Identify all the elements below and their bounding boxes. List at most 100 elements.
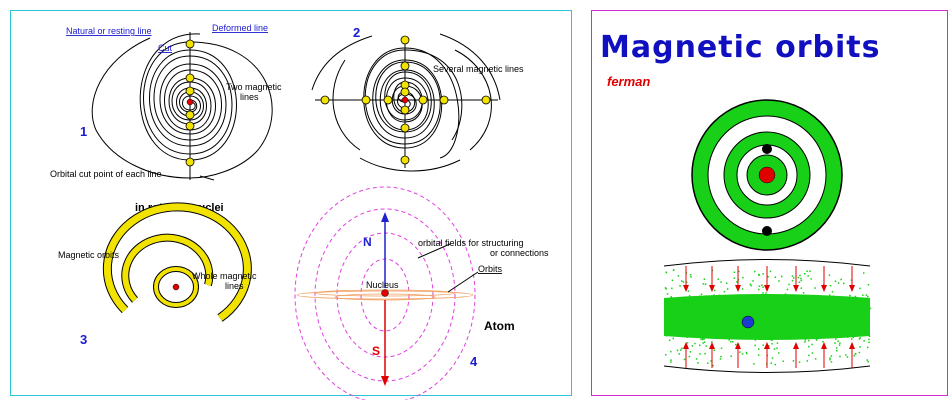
speckle xyxy=(748,310,750,312)
speckle xyxy=(694,310,697,313)
speckle xyxy=(866,299,868,301)
speckle xyxy=(700,297,703,299)
speckle xyxy=(763,320,765,323)
speckle xyxy=(767,296,769,299)
speckle xyxy=(685,299,687,302)
speckle xyxy=(698,336,700,338)
speckle xyxy=(763,327,766,330)
speckle xyxy=(819,302,822,304)
speckle xyxy=(802,304,804,306)
label-two-lines-1: Two magnetic xyxy=(226,82,282,92)
speckle xyxy=(757,314,760,316)
speckle xyxy=(808,313,811,316)
speckle xyxy=(702,283,705,285)
speckle xyxy=(762,273,764,275)
speckle xyxy=(743,335,745,338)
speckle xyxy=(726,331,728,333)
speckle xyxy=(762,286,764,288)
speckle xyxy=(838,344,841,346)
spiral-line xyxy=(359,157,461,172)
speckle xyxy=(829,285,832,287)
speckle xyxy=(805,334,808,336)
speckle xyxy=(840,319,842,321)
speckle xyxy=(730,355,732,357)
speckle xyxy=(676,328,678,331)
label-orbital-fields-1: orbital fields for structuring xyxy=(418,238,524,248)
speckle xyxy=(768,299,771,302)
speckle xyxy=(849,294,851,297)
speckle xyxy=(690,309,692,312)
speckle xyxy=(823,310,826,313)
speckle xyxy=(679,285,681,287)
speckle xyxy=(857,312,859,314)
speckle xyxy=(827,307,829,310)
speckle xyxy=(838,327,841,330)
speckle xyxy=(827,306,829,308)
speckle xyxy=(827,314,829,317)
speckle xyxy=(683,358,686,361)
spiral-line xyxy=(454,49,492,151)
speckle xyxy=(786,332,789,334)
speckle xyxy=(781,317,784,319)
speckle xyxy=(763,326,766,328)
speckle xyxy=(741,288,744,290)
speckle xyxy=(811,318,813,320)
speckle xyxy=(863,317,866,319)
speckle xyxy=(677,311,679,314)
speckle xyxy=(854,353,857,355)
speckle xyxy=(815,320,817,322)
speckle xyxy=(750,284,752,287)
speckle xyxy=(720,309,723,312)
speckle xyxy=(736,320,739,322)
speckle xyxy=(692,314,695,316)
speckle xyxy=(778,352,780,354)
speckle xyxy=(821,313,823,315)
speckle xyxy=(782,360,784,362)
speckle xyxy=(855,302,857,305)
label-cut: Cut xyxy=(158,43,173,53)
speckle xyxy=(765,311,767,313)
speckle xyxy=(736,325,738,327)
field-arrowhead xyxy=(735,342,741,349)
speckle xyxy=(778,297,780,300)
speckle xyxy=(754,344,756,347)
speckle xyxy=(670,361,672,363)
speckle xyxy=(718,309,720,311)
speckle xyxy=(868,341,870,344)
label-orbits: Orbits xyxy=(478,264,503,274)
speckle xyxy=(783,305,786,308)
diagram-1: Natural or resting line Deformed line Cu… xyxy=(50,23,282,181)
speckle xyxy=(707,362,709,364)
speckle xyxy=(733,271,736,273)
speckle xyxy=(833,318,836,321)
speckle xyxy=(861,307,863,309)
speckle xyxy=(769,308,771,310)
speckle xyxy=(753,363,755,365)
magnetic-band-diagram xyxy=(663,259,872,373)
speckle xyxy=(807,275,809,277)
speckle xyxy=(774,329,777,331)
speckle xyxy=(664,287,667,289)
speckle xyxy=(665,288,667,290)
speckle xyxy=(740,305,742,307)
speckle xyxy=(862,328,864,330)
speckle xyxy=(845,314,847,316)
speckle xyxy=(760,308,763,310)
speckle xyxy=(721,299,724,301)
speckle xyxy=(867,284,870,286)
diagram-number-4: 4 xyxy=(470,354,478,369)
speckle xyxy=(822,333,825,335)
speckle xyxy=(717,325,719,327)
speckle xyxy=(832,330,835,332)
speckle xyxy=(677,298,679,300)
speckle xyxy=(868,335,871,337)
speckle xyxy=(869,307,872,310)
south-arrowhead xyxy=(381,376,389,386)
band-speckles xyxy=(664,269,872,367)
speckle xyxy=(675,313,678,316)
speckle xyxy=(742,276,744,279)
speckle xyxy=(764,318,767,320)
speckle xyxy=(702,328,705,330)
speckle xyxy=(792,360,795,362)
speckle xyxy=(837,282,840,284)
